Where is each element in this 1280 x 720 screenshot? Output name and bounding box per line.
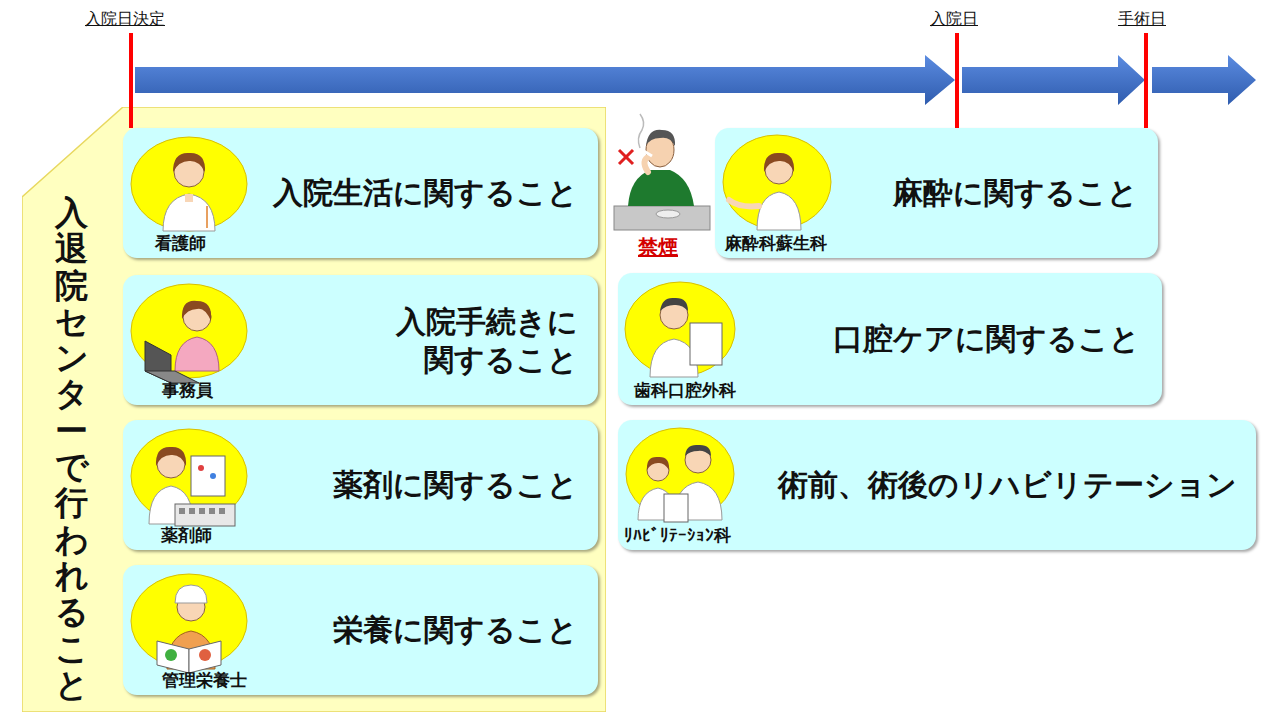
timeline-arrow <box>962 55 1145 105</box>
anesthesiologist-illustration <box>719 130 849 240</box>
task-box: 入院手続きに 関すること事務員 <box>123 275 598 405</box>
no-smoking-label: 禁煙 <box>638 234 678 261</box>
staff-label: ﾘﾊﾋﾞﾘﾃｰｼｮﾝ科 <box>624 525 731 545</box>
staff-label: 管理栄養士 <box>162 670 247 690</box>
box-title: 口腔ケアに関すること <box>833 320 1140 358</box>
box-title: 術前、術後のリハビリテーション <box>778 466 1237 504</box>
milestone-label: 入院日 <box>930 9 978 30</box>
milestone-line <box>955 33 959 128</box>
panel-outline <box>22 107 606 712</box>
milestone-label: 手術日 <box>1118 9 1166 30</box>
milestone-label: 入院日決定 <box>85 9 165 30</box>
timeline-arrow <box>1152 55 1256 105</box>
task-box: 口腔ケアに関すること歯科口腔外科 <box>618 273 1162 405</box>
timeline-arrow <box>135 55 955 105</box>
box-title: 薬剤に関すること <box>333 466 578 504</box>
staff-label: 歯科口腔外科 <box>634 380 736 400</box>
task-box: 薬剤に関すること薬剤師 <box>123 420 598 550</box>
dietitian-illustration <box>127 569 257 679</box>
task-box: 術前、術後のリハビリテーション ﾘﾊﾋﾞﾘﾃｰｼｮﾝ科 <box>618 420 1256 550</box>
nurse-illustration <box>127 132 257 242</box>
box-title: 入院手続きに 関すること <box>382 303 578 378</box>
box-title: 入院生活に関すること <box>273 174 578 212</box>
milestone-line <box>1144 33 1148 128</box>
panel-heading: 入退院センターで行われること <box>55 195 88 703</box>
staff-label: 麻酔科蘇生科 <box>725 233 827 253</box>
rehabilitation-illustration <box>624 424 754 534</box>
task-box: 栄養に関すること管理栄養士 <box>123 565 598 695</box>
box-title: 麻酔に関すること <box>893 174 1138 212</box>
task-box: 入院生活に関すること看護師 <box>123 128 598 258</box>
dentist-illustration <box>624 277 754 387</box>
clerk-illustration <box>127 279 257 389</box>
center-panel: 入退院センターで行われること 入院生活に関すること看護師 入院手続きに 関するこ… <box>22 107 606 712</box>
staff-label: 薬剤師 <box>161 525 212 545</box>
task-box: 麻酔に関すること麻酔科蘇生科 <box>715 128 1158 258</box>
staff-label: 看護師 <box>155 233 206 253</box>
pharmacist-illustration <box>127 424 257 534</box>
box-title: 栄養に関すること <box>333 611 578 649</box>
staff-label: 事務員 <box>162 380 213 400</box>
